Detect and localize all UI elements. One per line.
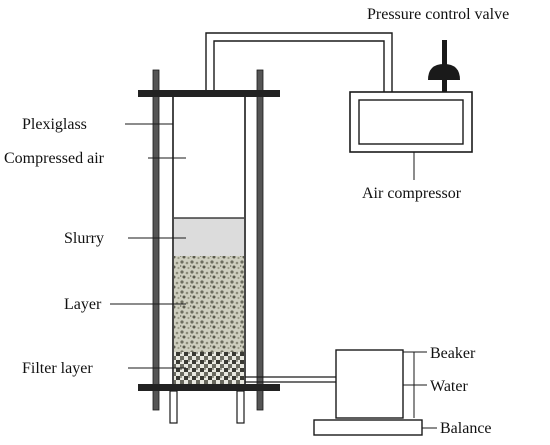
filter-layer-label: Filter layer — [22, 360, 93, 377]
slurry-region — [174, 218, 244, 256]
air-compressor — [349, 91, 473, 153]
beaker-label: Beaker — [430, 345, 476, 362]
pressure-control-valve — [428, 40, 460, 92]
support-legs — [169, 390, 245, 424]
slurry-label: Slurry — [64, 230, 104, 247]
air-compressor-label: Air compressor — [362, 185, 462, 202]
air-pipe — [205, 32, 393, 92]
outlet-pipe — [245, 376, 336, 383]
bottom-plate — [138, 384, 280, 391]
beaker — [335, 349, 404, 419]
tie-rods — [152, 69, 264, 411]
plexiglass-column — [172, 96, 246, 386]
balance-label: Balance — [440, 420, 492, 437]
pressure-valve-label: Pressure control valve — [367, 6, 509, 23]
layer-label: Layer — [64, 296, 102, 313]
water-label: Water — [430, 378, 468, 395]
balance — [313, 419, 423, 436]
leader-lines — [110, 123, 437, 429]
plexiglass-label: Plexiglass — [22, 116, 87, 133]
compressed-air-label: Compressed air — [4, 150, 105, 167]
top-plate — [138, 90, 280, 97]
